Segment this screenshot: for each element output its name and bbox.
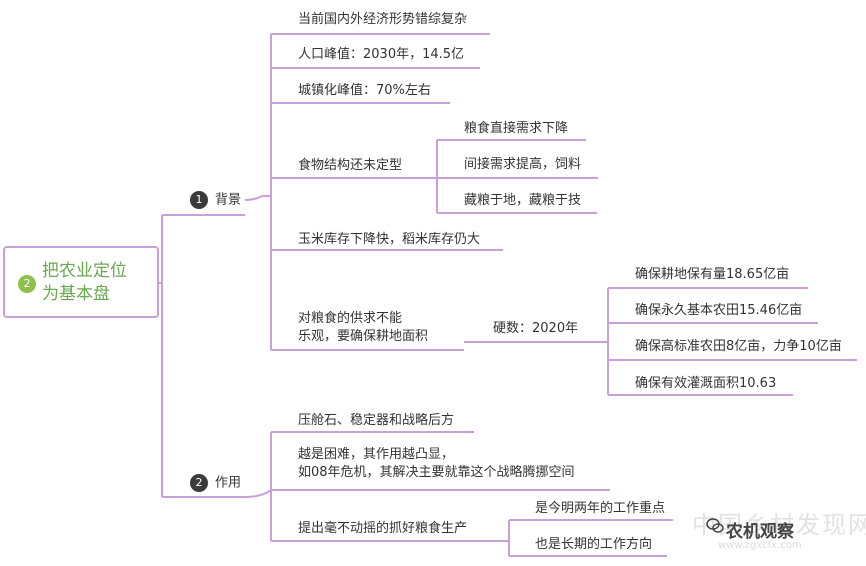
root-title: 把农业定位 为基本盘 <box>42 260 127 306</box>
connector-root <box>159 215 163 497</box>
topic-food-structure[interactable]: 食物结构还未定型 <box>298 158 403 173</box>
topic-supply-line1: 对粮食的供求不能 <box>298 311 403 326</box>
root-node[interactable]: 2 把农业定位 为基本盘 <box>3 246 159 318</box>
topic-supply-demand[interactable]: 对粮食的供求不能 乐观，要确保耕地面积 <box>298 310 428 346</box>
subtopic-direct-demand[interactable]: 粮食直接需求下降 <box>464 121 569 136</box>
subtopic-grain-storage[interactable]: 藏粮于地，藏粮于技 <box>464 193 582 208</box>
subtopic-current-focus[interactable]: 是今明两年的工作重点 <box>535 501 666 516</box>
root-title-line2: 为基本盘 <box>42 284 110 304</box>
watermark-brand: 农机观察 <box>726 522 794 542</box>
topic-ballast[interactable]: 压舱石、稳定器和战略后方 <box>298 413 455 428</box>
branch-badge: 2 <box>190 474 208 492</box>
topic-grain-production[interactable]: 提出毫不动摇的抓好粮食生产 <box>298 521 468 536</box>
wechat-icon <box>706 518 724 533</box>
watermark-url: www.zgxcfx.com <box>718 540 802 551</box>
topic-supply-line2: 乐观，要确保耕地面积 <box>298 329 429 344</box>
connector-b1-curve <box>244 195 263 201</box>
branch-background[interactable]: 1 背景 <box>190 191 241 210</box>
subtopic-indirect-demand[interactable]: 间接需求提高，饲料 <box>464 157 582 172</box>
root-title-line1: 把农业定位 <box>42 261 127 281</box>
target-basic-farmland[interactable]: 确保永久基本农田15.46亿亩 <box>635 303 803 318</box>
topic-stock-levels[interactable]: 玉米库存下降快，稻米库存仍大 <box>298 232 481 247</box>
topic-difficulty-line2: 如08年危机，其解决主要就靠这个战略腾挪空间 <box>298 465 575 480</box>
topic-difficulty-line1: 越是困难，其作用越凸显， <box>298 447 455 462</box>
topic-difficulty-role[interactable]: 越是困难，其作用越凸显， 如08年危机，其解决主要就靠这个战略腾挪空间 <box>298 446 575 482</box>
branch-badge: 1 <box>190 191 208 209</box>
topic-urbanization-peak[interactable]: 城镇化峰值：70%左右 <box>298 83 431 98</box>
topic-economic-situation[interactable]: 当前国内外经济形势错综复杂 <box>298 12 468 27</box>
target-high-standard-farmland[interactable]: 确保高标准农田8亿亩，力争10亿亩 <box>635 339 842 354</box>
target-farmland[interactable]: 确保耕地保有量18.65亿亩 <box>635 267 790 282</box>
target-irrigation-area[interactable]: 确保有效灌溉面积10.63 <box>635 376 777 391</box>
branch-label: 作用 <box>215 475 242 491</box>
branch-role[interactable]: 2 作用 <box>190 474 241 493</box>
topic-population-peak[interactable]: 人口峰值：2030年，14.5亿 <box>298 47 465 62</box>
root-badge: 2 <box>18 275 36 293</box>
topic-hard-target[interactable]: 硬数：2020年 <box>493 321 579 336</box>
branch-label: 背景 <box>215 192 242 208</box>
subtopic-long-term[interactable]: 也是长期的工作方向 <box>535 537 653 552</box>
